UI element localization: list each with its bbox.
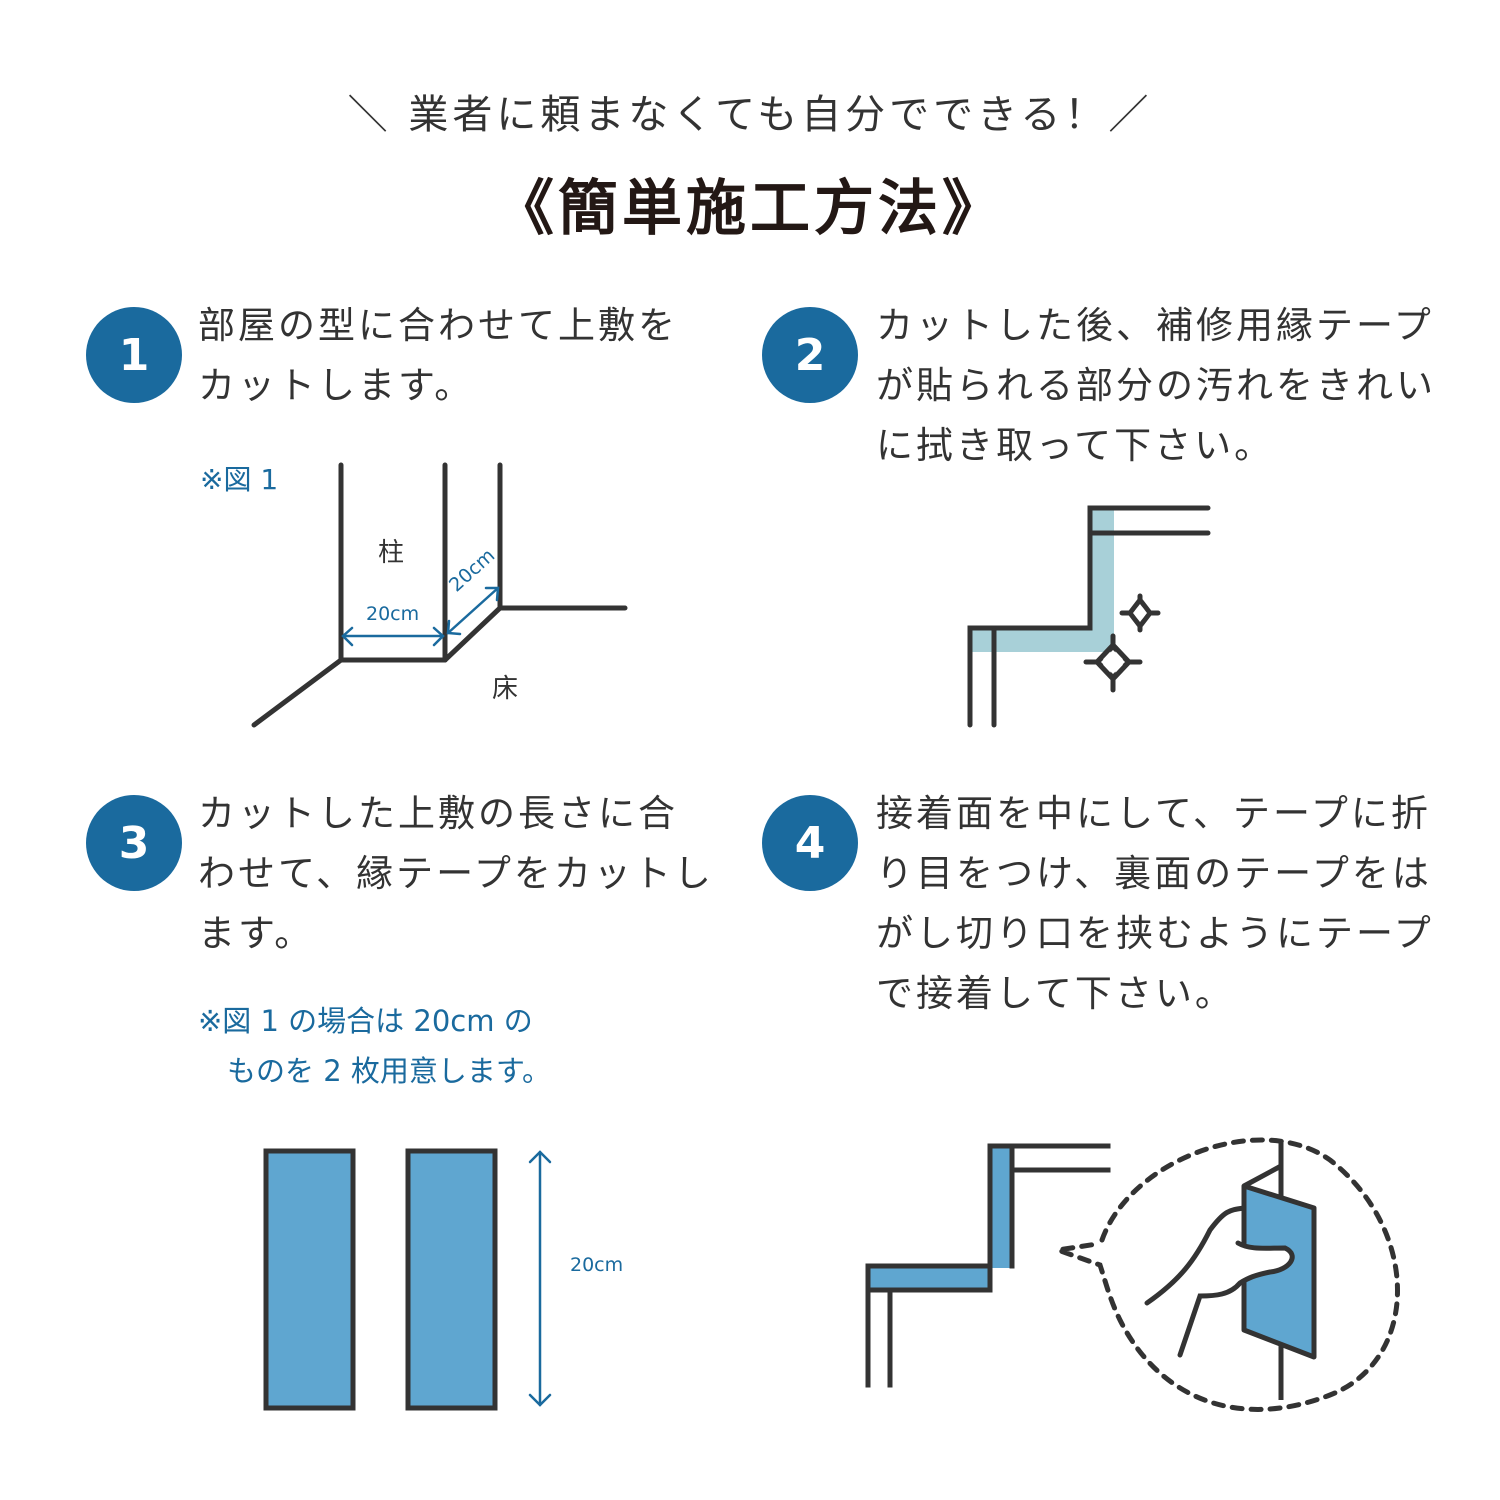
label-floor: 床 (492, 674, 519, 704)
step-number: 4 (794, 817, 826, 869)
step-1-badge: 1 (86, 307, 182, 403)
step-4-text: 接着面を中にして、テープに折 り目をつけ、裏面のテープをは がし切り口を挟むよう… (876, 792, 1434, 1015)
step-2-badge: 2 (762, 307, 858, 403)
figure-1-note: ※図 1 (200, 463, 279, 496)
step-4-badge: 4 (762, 795, 858, 891)
dim-length: 20cm (570, 1254, 624, 1276)
step-3-badge: 3 (86, 795, 182, 891)
step-number: 1 (118, 329, 150, 381)
step-3-note: ※図 1 の場合は 20cm の ものを 2 枚用意します。 (198, 1004, 551, 1088)
step-3-text: カットした上敷の長さに合 わせて、縁テープをカットし ます。 (198, 792, 714, 955)
dim-width: 20cm (366, 603, 420, 625)
step-2-text: カットした後、補修用縁テープ が貼られる部分の汚れをきれい に拭き取って下さい。 (876, 304, 1436, 467)
label-pillar: 柱 (378, 538, 405, 568)
page-title: 《簡単施工方法》 (494, 174, 1006, 244)
step-number: 3 (118, 817, 150, 869)
step-1-text: 部屋の型に合わせて上敷を カットします。 (198, 304, 678, 407)
subtitle: ＼ 業者に頼まなくても自分でできる！／ (347, 92, 1153, 138)
step-number: 2 (794, 329, 826, 381)
